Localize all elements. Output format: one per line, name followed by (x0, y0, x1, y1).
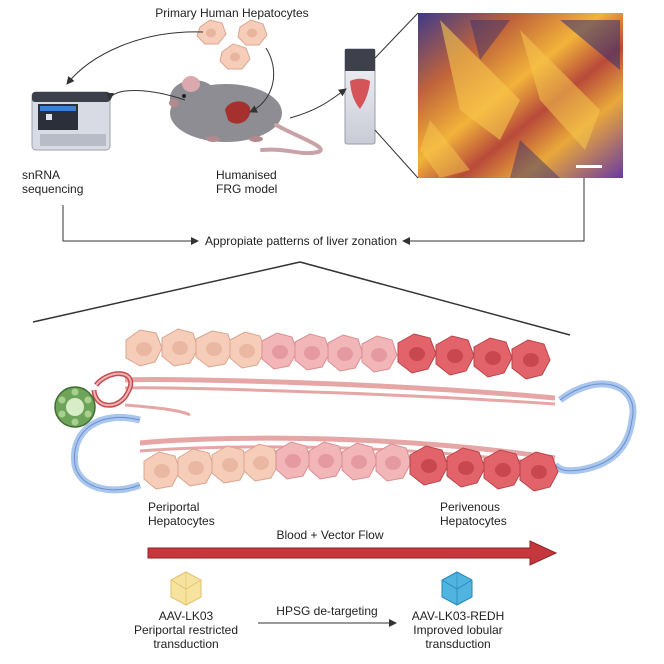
primary-hepatocytes-cluster (196, 19, 268, 70)
central-vein (552, 380, 637, 475)
portal-venule (70, 413, 142, 494)
liver-micrograph (418, 13, 623, 178)
redh-capsid-icon (441, 571, 473, 606)
sequencer-icon (31, 91, 111, 151)
redh-description: Improved lobular transduction (413, 623, 503, 651)
primary-hepatocytes-label: Primary Human Hepatocytes (155, 6, 309, 20)
vial-icon (344, 48, 376, 145)
lower-hepatocyte-cord (143, 441, 559, 492)
sinusoid (124, 377, 556, 467)
zonation-label: Appropiate patterns of liver zonation (204, 234, 398, 248)
hepatic-artery (91, 371, 134, 408)
lk03-name: AAV-LK03 (158, 609, 214, 623)
flow-arrow (147, 540, 558, 566)
flow-label: Blood + Vector Flow (276, 528, 384, 542)
lk03-capsid-icon (170, 571, 202, 606)
sequencing-label: snRNA sequencing (22, 168, 84, 196)
bile-duct-icon (54, 386, 96, 428)
mouse-icon (169, 76, 323, 156)
redh-name: AAV-LK03-REDH (411, 609, 505, 623)
periportal-label: Periportal Hepatocytes (148, 500, 215, 528)
lk03-description: Periportal restricted transduction (133, 623, 239, 651)
upper-hepatocyte-cord (125, 328, 551, 380)
mouse-model-label: Humanised FRG model (216, 168, 278, 196)
detargeting-label: HPSG de-targeting (276, 604, 378, 618)
perivenous-label: Perivenous Hepatocytes (440, 500, 507, 528)
